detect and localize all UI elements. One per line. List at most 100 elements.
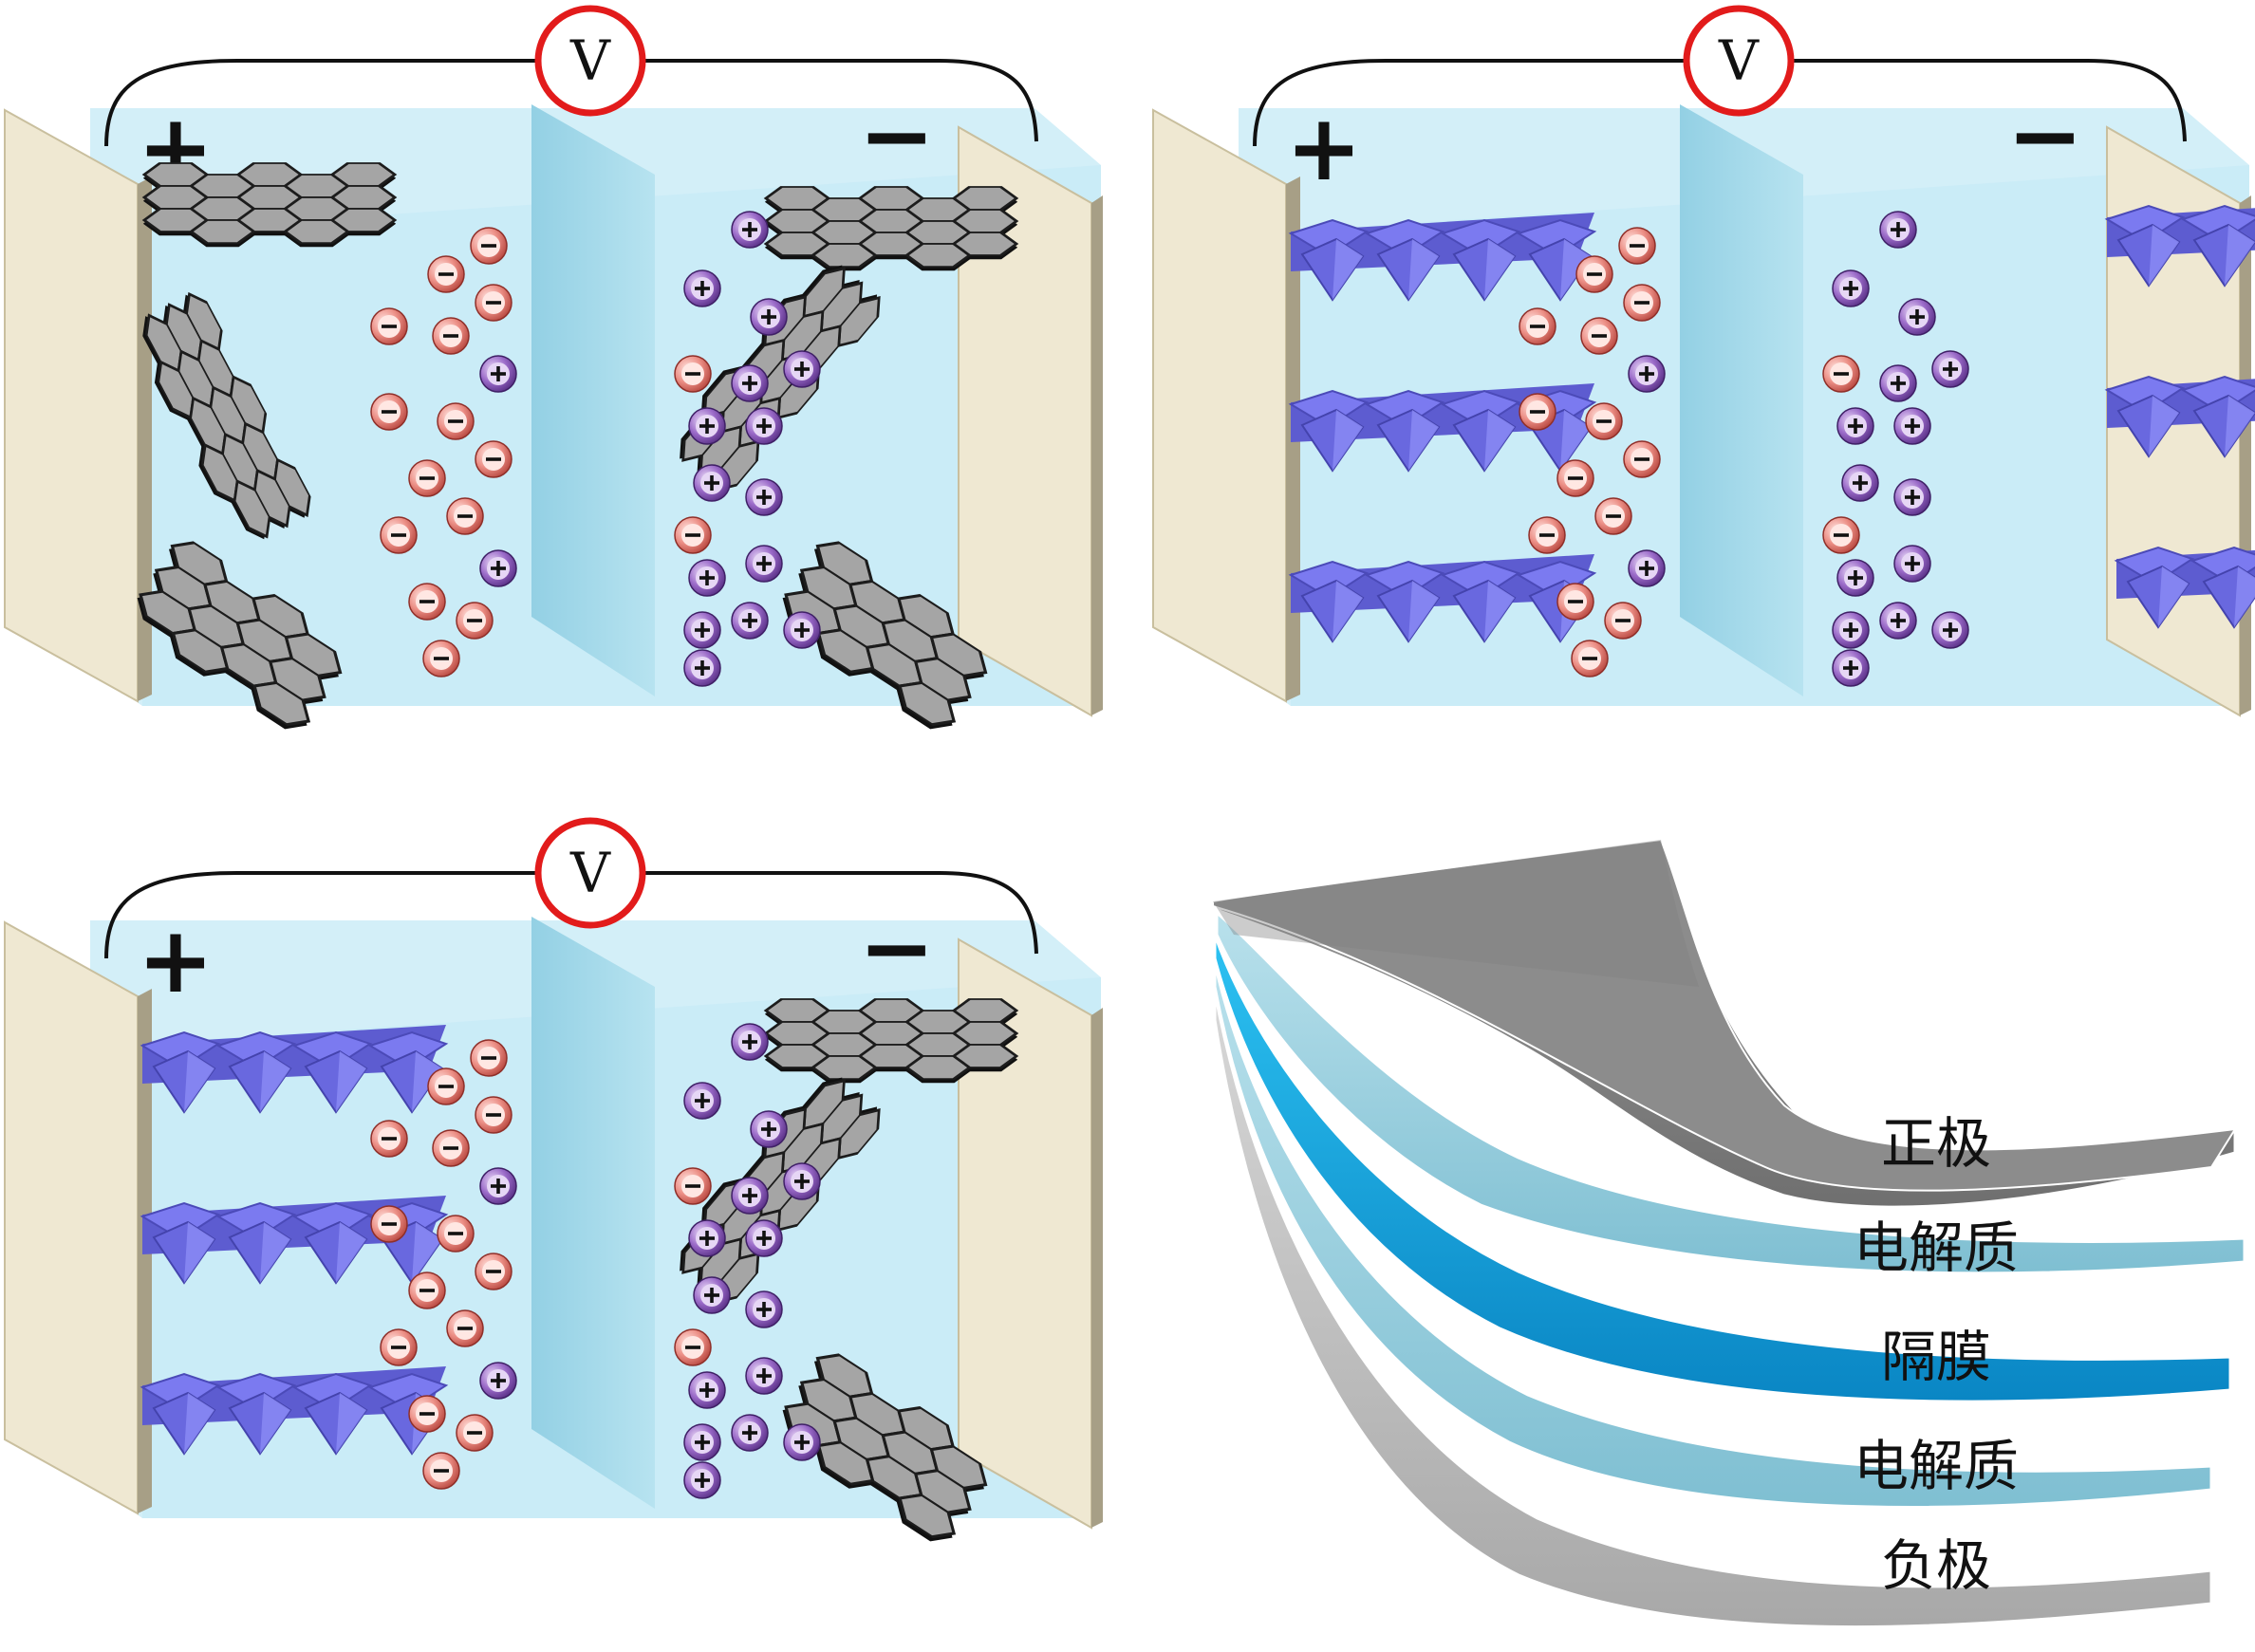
cation	[1898, 298, 1936, 336]
anion	[1556, 583, 1594, 621]
negative-terminal-sign: −	[2007, 83, 2083, 189]
cation	[750, 1110, 788, 1148]
left-electrode	[4, 108, 139, 703]
external-wire	[1253, 59, 2187, 147]
voltmeter-symbol: V	[569, 28, 611, 93]
cation	[1931, 611, 1969, 649]
anion	[408, 459, 446, 497]
layer-electrolyte_bottom	[1213, 962, 2213, 1509]
anion	[380, 516, 418, 554]
cation	[1893, 478, 1931, 516]
separator	[1680, 104, 1803, 696]
anion	[1519, 307, 1556, 345]
layer-label-electrolyte_top: 电解质	[1854, 1216, 2019, 1280]
cation	[683, 611, 721, 649]
anion	[1575, 255, 1613, 293]
anion	[674, 1328, 712, 1366]
graphene-sheet	[680, 265, 881, 492]
anion	[1519, 393, 1556, 431]
cation	[683, 1423, 721, 1461]
cation	[1893, 407, 1931, 445]
anion	[1580, 317, 1618, 355]
cation	[693, 1276, 731, 1314]
anion	[1822, 355, 1860, 393]
cation	[1841, 464, 1879, 502]
voltmeter-symbol: V	[569, 841, 611, 905]
anion	[370, 393, 408, 431]
cation	[745, 407, 783, 445]
anion	[408, 583, 446, 621]
anion	[437, 402, 475, 440]
anion	[1571, 640, 1609, 678]
anion	[475, 440, 512, 478]
cation	[745, 1357, 783, 1395]
capacitor-cell-3: V + −	[4, 817, 1103, 1542]
capacitor-cell-2: V+−	[1152, 5, 2255, 717]
oxide-layer	[2104, 204, 2255, 288]
oxide-layer	[140, 1025, 449, 1114]
external-wire	[104, 59, 1038, 147]
cation	[731, 211, 769, 249]
graphene-sheet	[763, 186, 1019, 271]
cation	[1879, 364, 1917, 402]
cation	[688, 1371, 726, 1409]
anion	[446, 1309, 484, 1347]
cation	[731, 1177, 769, 1215]
oxide-layer	[140, 1366, 449, 1456]
negative-terminal-sign: −	[859, 83, 935, 189]
cation	[750, 298, 788, 336]
positive-terminal-sign: +	[138, 907, 214, 1013]
anion	[475, 284, 512, 322]
cation	[479, 355, 517, 393]
cation	[1628, 355, 1666, 393]
anion	[674, 1167, 712, 1205]
oxide-layer	[2104, 375, 2255, 458]
cation	[731, 1414, 769, 1452]
cation	[731, 364, 769, 402]
cation	[688, 1219, 726, 1257]
anion	[456, 602, 494, 640]
anion	[422, 640, 460, 678]
layer-label-positive_electrode: 正极	[1881, 1111, 1991, 1176]
layer-label-negative_electrode: 负极	[1881, 1533, 1991, 1598]
cation	[683, 269, 721, 307]
cation	[745, 545, 783, 583]
anion	[1618, 227, 1656, 265]
cation	[731, 602, 769, 640]
left-electrode	[4, 920, 139, 1515]
graphene-sheet	[782, 1353, 988, 1542]
cation	[693, 464, 731, 502]
graphene-sheet	[137, 541, 343, 730]
anion	[432, 1129, 470, 1167]
cation	[731, 1023, 769, 1061]
cation	[783, 350, 821, 388]
voltmeter-icon: V	[534, 5, 646, 117]
capacitor-cell-1: V+−	[4, 5, 1103, 730]
cation	[683, 649, 721, 687]
cation	[1832, 269, 1870, 307]
anion	[446, 497, 484, 535]
anion	[674, 355, 712, 393]
anion	[470, 1039, 508, 1077]
anion	[370, 1205, 408, 1243]
layer-label-separator: 隔膜	[1881, 1325, 1991, 1389]
anion	[1528, 516, 1566, 554]
anion	[370, 307, 408, 345]
anion	[427, 255, 465, 293]
cation	[1628, 549, 1666, 587]
anion	[475, 1253, 512, 1290]
cation	[479, 1167, 517, 1205]
anion	[456, 1414, 494, 1452]
anion	[408, 1395, 446, 1433]
negative-terminal-sign: −	[859, 895, 935, 1001]
oxide-layer	[2114, 546, 2255, 629]
cation	[783, 1162, 821, 1200]
anion	[470, 227, 508, 265]
cation	[1836, 559, 1874, 597]
anion	[370, 1120, 408, 1158]
anion	[475, 1096, 512, 1134]
anion	[437, 1215, 475, 1253]
layer-label-electrolyte_bottom: 电解质	[1854, 1434, 2019, 1498]
anion	[1604, 602, 1642, 640]
separator	[531, 104, 655, 696]
